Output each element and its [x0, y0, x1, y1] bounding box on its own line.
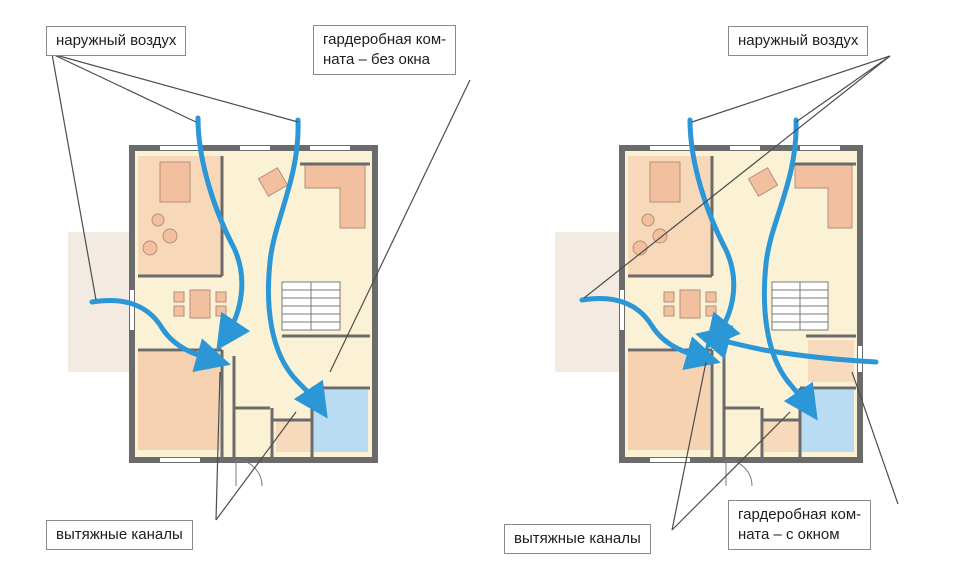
floor-plan-right	[555, 55, 899, 531]
air-flow-wardrobe-window	[695, 325, 879, 365]
desk	[649, 161, 681, 203]
dining-chair	[215, 305, 227, 317]
armchair	[257, 167, 289, 197]
label-text-line1: гардеробная ком-	[738, 506, 862, 523]
staircase	[771, 281, 829, 331]
air-flow-left-a	[195, 115, 251, 351]
dining-chair	[663, 305, 675, 317]
bedroom	[138, 352, 220, 450]
dining-chair	[173, 291, 185, 303]
label-outdoor-air-left: наружный воздух	[46, 26, 187, 56]
staircase	[281, 281, 341, 331]
terrace	[555, 232, 620, 372]
dining-chair	[663, 291, 675, 303]
label-text-line2: ната – с окном	[738, 526, 840, 543]
label-text: наружный воздух	[738, 32, 859, 49]
chair	[162, 228, 178, 244]
label-text: наружный воздух	[56, 32, 177, 49]
label-text: вытяжные каналы	[514, 530, 641, 547]
air-inlet-terrace	[579, 295, 721, 371]
entrance-door	[725, 459, 753, 487]
dining-chair	[173, 305, 185, 317]
label-outdoor-air-right: наружный воздух	[728, 26, 869, 56]
dining-table	[189, 289, 211, 319]
chair	[641, 213, 655, 227]
label-wardrobe-no-window: гардеробная ком- ната – без окна	[313, 25, 457, 75]
airflow-left	[89, 115, 328, 419]
chair	[652, 228, 668, 244]
chair	[632, 240, 648, 256]
windows	[620, 146, 862, 462]
air-inlet-terrace	[89, 297, 231, 373]
chair	[151, 213, 165, 227]
dining-table	[679, 289, 701, 319]
label-exhaust-left: вытяжные каналы	[46, 520, 193, 550]
air-flow-right-b	[761, 117, 818, 421]
desk	[159, 161, 191, 203]
label-text-line1: гардеробная ком-	[323, 31, 447, 48]
dining-chair	[705, 291, 717, 303]
bathroom	[800, 390, 854, 452]
floor-plan-left	[51, 53, 471, 521]
bathroom	[312, 390, 368, 452]
windows	[130, 146, 350, 462]
label-wardrobe-with-window: гардеробная ком- ната – с окном	[728, 500, 872, 550]
dining-chair	[215, 291, 227, 303]
wardrobe-room	[764, 420, 800, 452]
chair	[142, 240, 158, 256]
dining-chair	[705, 305, 717, 317]
leader-lines-left	[51, 53, 471, 521]
wardrobe-room	[276, 420, 312, 452]
label-text: вытяжные каналы	[56, 526, 183, 543]
label-text-line2: ната – без окна	[323, 51, 431, 68]
label-exhaust-right: вытяжные каналы	[504, 524, 651, 554]
airflow-right	[579, 117, 879, 421]
air-flow-right-a	[687, 117, 741, 350]
leader-lines-right	[583, 55, 899, 531]
air-flow-left-b	[265, 117, 328, 419]
armchair	[747, 167, 779, 197]
